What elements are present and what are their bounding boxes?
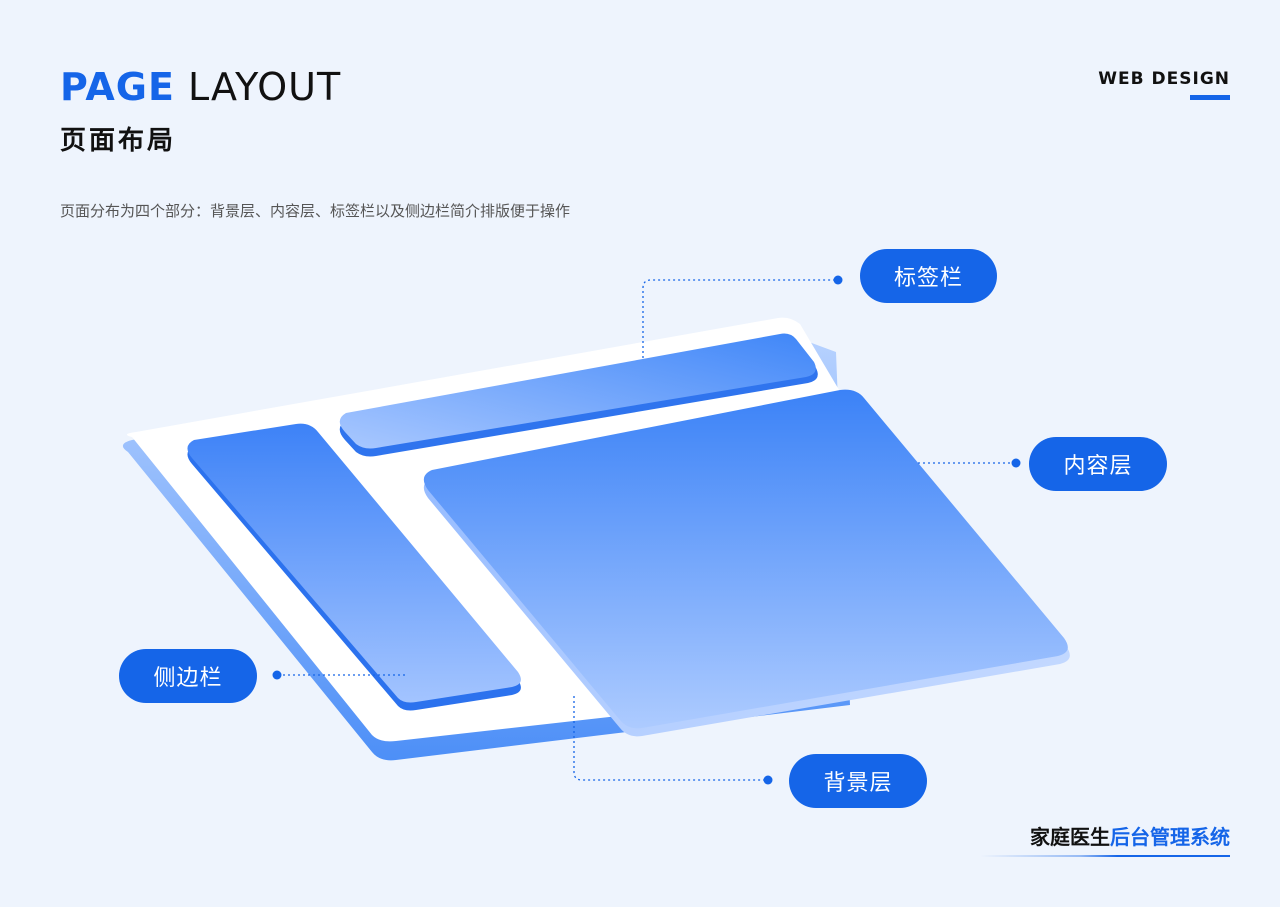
sidebar-shape [187, 423, 521, 711]
heading-light-text: LAYOUT [188, 65, 342, 109]
brand-blue-text: 后台管理系统 [1110, 825, 1230, 849]
tab-bar-shape [339, 333, 818, 457]
page-description: 页面分布为四个部分：背景层、内容层、标签栏以及侧边栏简介排版便于操作 [60, 202, 571, 220]
content-layer-shape [423, 389, 1070, 737]
page-heading: PAGE LAYOUT [60, 64, 341, 110]
connector-lines [278, 279, 1014, 781]
web-design-tag: WEB DESIGN [1098, 69, 1230, 89]
footer-brand: 家庭医生后台管理系统 [1030, 824, 1230, 850]
brand-dark-text: 家庭医生 [1030, 825, 1110, 849]
callout-background-layer: 背景层 [789, 754, 927, 808]
callout-tab-bar: 标签栏 [860, 249, 997, 303]
callout-sidebar: 侧边栏 [119, 649, 257, 703]
heading-strong-text: PAGE [60, 65, 175, 109]
tag-underline [1190, 95, 1230, 100]
callout-content-layer: 内容层 [1029, 437, 1167, 491]
brand-underline [980, 855, 1230, 857]
page-subtitle: 页面布局 [60, 126, 177, 156]
connector-dots [272, 275, 1021, 785]
